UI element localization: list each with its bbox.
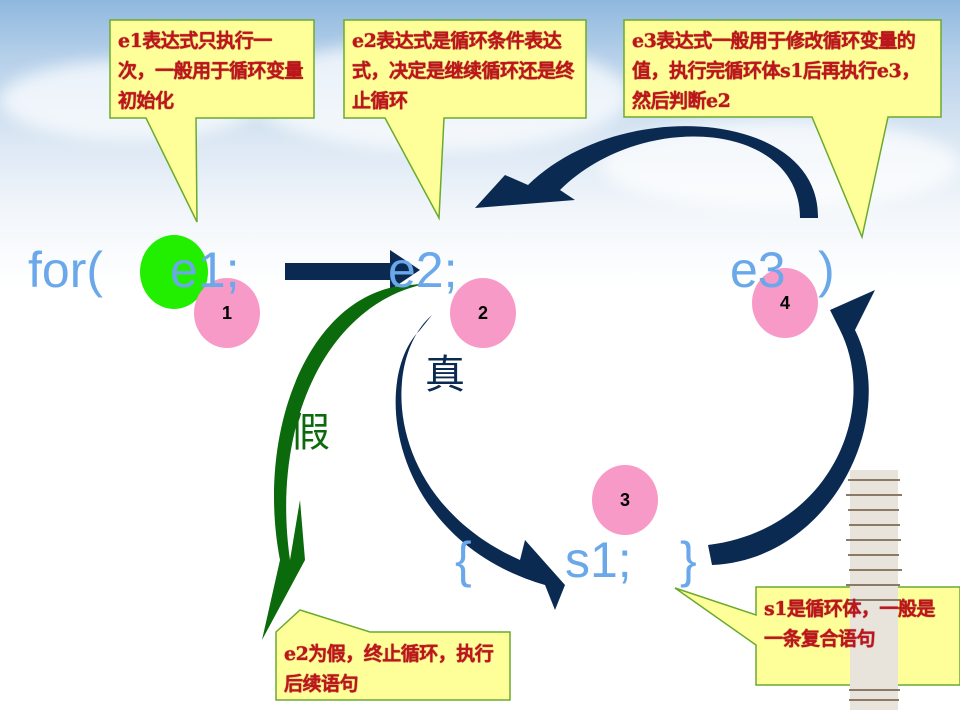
code-s1: s1; <box>565 532 632 588</box>
code-open-brace: { <box>455 532 472 588</box>
arrow-e2-to-s1 <box>395 315 565 610</box>
callout-e3: e3表达式一般用于修改循环变量的值，执行完循环体s1后再执行e3，然后判断e2 <box>632 30 920 112</box>
code-e1: e1; <box>170 242 240 298</box>
true-label: 真 <box>425 352 465 398</box>
step-2-badge: 2 <box>450 278 516 348</box>
step-4-badge: 4 <box>752 268 818 338</box>
callout-e2: e2表达式是循环条件表达式，决定是继续循环还是终止循环 <box>352 30 575 112</box>
arrow-e3-to-e2 <box>475 126 819 218</box>
green-marker <box>140 235 208 309</box>
callout-e1: e1表达式只执行一次，一般用于循环变量初始化 <box>118 30 304 112</box>
code-close-paren: ) <box>818 242 835 298</box>
code-for: for( <box>28 242 103 298</box>
arrow-e1-to-e2 <box>285 250 420 290</box>
callout-false-branch: e2为假，终止循环，执行后续语句 <box>284 643 494 695</box>
arrow-false-exit <box>262 283 430 640</box>
code-e2: e2; <box>388 242 458 298</box>
code-close-brace: } <box>680 532 697 588</box>
step-1-badge: 1 <box>194 278 260 348</box>
step-3-badge: 3 <box>592 465 658 535</box>
false-label: 假 <box>290 410 330 456</box>
callout-s1: s1是循环体，一般是一条复合语句 <box>764 598 935 650</box>
code-e3: e3 <box>730 242 786 298</box>
books-stack-image <box>846 470 902 710</box>
arrow-s1-to-e3 <box>708 290 875 565</box>
